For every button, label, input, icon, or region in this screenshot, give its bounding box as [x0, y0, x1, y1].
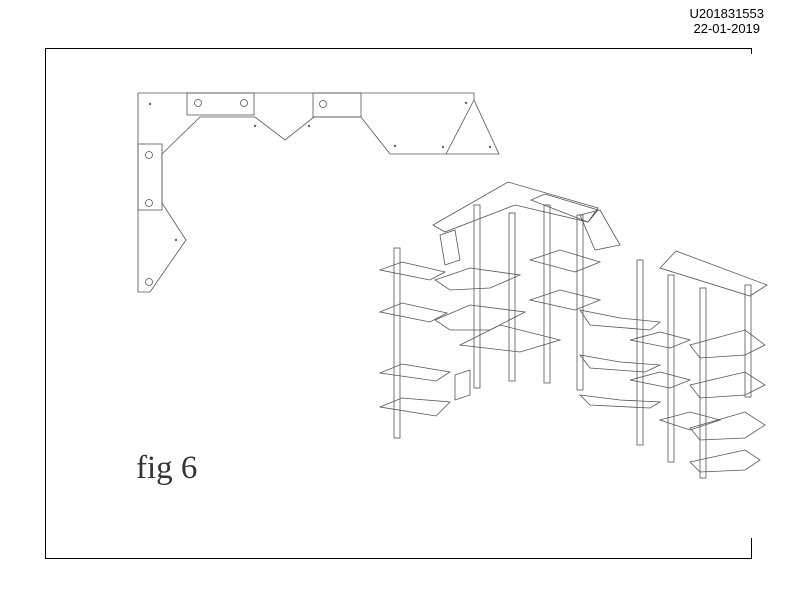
document-date: 22-01-2019	[693, 21, 761, 36]
frame-corner-top	[751, 48, 752, 54]
drawing-frame	[45, 48, 752, 559]
figure-label: fig 6	[136, 450, 198, 486]
document-header: U201831553 22-01-2019	[690, 6, 764, 36]
isometric-view	[378, 181, 768, 479]
document-number: U201831553	[689, 6, 764, 21]
plan-view	[137, 92, 500, 293]
frame-corner-bottom	[751, 538, 752, 559]
